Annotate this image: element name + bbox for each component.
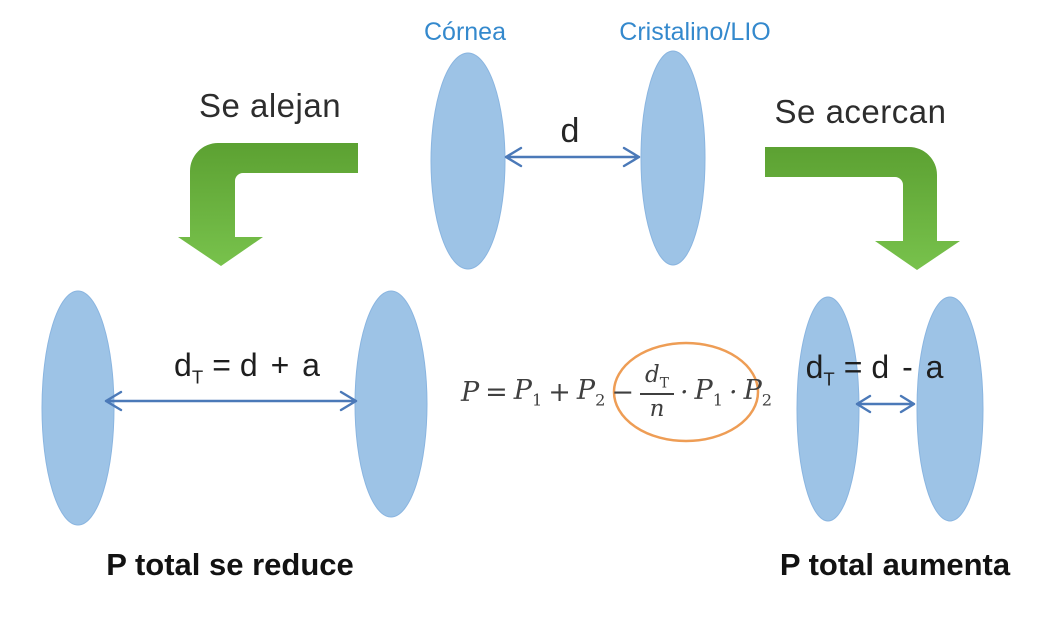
cornea-ellipse-bottom-right bbox=[796, 296, 860, 522]
distance-subscript: T bbox=[191, 366, 204, 388]
bent-arrow-down-right-icon bbox=[765, 147, 960, 270]
equals-sign: = bbox=[485, 376, 508, 408]
fraction-denominator: n bbox=[649, 395, 665, 422]
cornea-label: Córnea bbox=[424, 18, 506, 46]
plus-sign: + bbox=[548, 376, 571, 408]
distance-arrow-top bbox=[504, 146, 641, 168]
equals-sign: = bbox=[843, 349, 863, 385]
formula-factor1: P1 bbox=[694, 374, 724, 410]
dot-operator: · bbox=[679, 376, 689, 408]
distance-rhs: d + a bbox=[239, 347, 322, 383]
equals-sign: = bbox=[212, 347, 231, 383]
distance-formula-left: dT =d + a bbox=[158, 347, 338, 388]
cornea-ellipse-top bbox=[430, 52, 506, 270]
distance-label-top: d bbox=[560, 112, 580, 150]
bent-arrow-down-left-icon bbox=[178, 143, 358, 266]
lens-ellipse-bottom-right bbox=[916, 296, 984, 522]
lens-ellipse-bottom-left bbox=[354, 290, 428, 518]
move-closer-label: Se acercan bbox=[774, 93, 947, 130]
formula-term2: P2 bbox=[576, 374, 606, 410]
lens-label: Cristalino/LIO bbox=[619, 18, 771, 46]
distance-base: d bbox=[174, 347, 192, 383]
lens-ellipse-top bbox=[640, 50, 706, 266]
formula-term1: P1 bbox=[513, 374, 543, 410]
move-apart-label: Se alejan bbox=[198, 87, 342, 124]
formula-lhs: P bbox=[461, 376, 480, 408]
formula-factor2: P2 bbox=[743, 374, 773, 410]
formula-fraction: dT n bbox=[640, 363, 674, 421]
fraction-numerator: dT bbox=[640, 363, 674, 395]
formula-highlight-ellipse bbox=[612, 341, 760, 443]
minus-sign: − bbox=[611, 376, 635, 408]
power-formula: P = P1 + P2 − dT n · P1 · P2 bbox=[461, 351, 772, 433]
distance-rhs: d - a bbox=[871, 349, 946, 385]
cornea-ellipse-bottom-left bbox=[41, 290, 115, 526]
distance-base: d bbox=[805, 349, 824, 385]
distance-arrow-bottom-left bbox=[104, 390, 358, 412]
distance-arrow-bottom-right bbox=[855, 394, 916, 414]
power-increase-caption: P total aumenta bbox=[779, 547, 1011, 582]
power-decrease-caption: P total se reduce bbox=[106, 547, 354, 582]
distance-subscript: T bbox=[823, 368, 835, 390]
dot-operator: · bbox=[729, 376, 738, 408]
distance-formula-right: dT =d - a bbox=[798, 349, 953, 390]
